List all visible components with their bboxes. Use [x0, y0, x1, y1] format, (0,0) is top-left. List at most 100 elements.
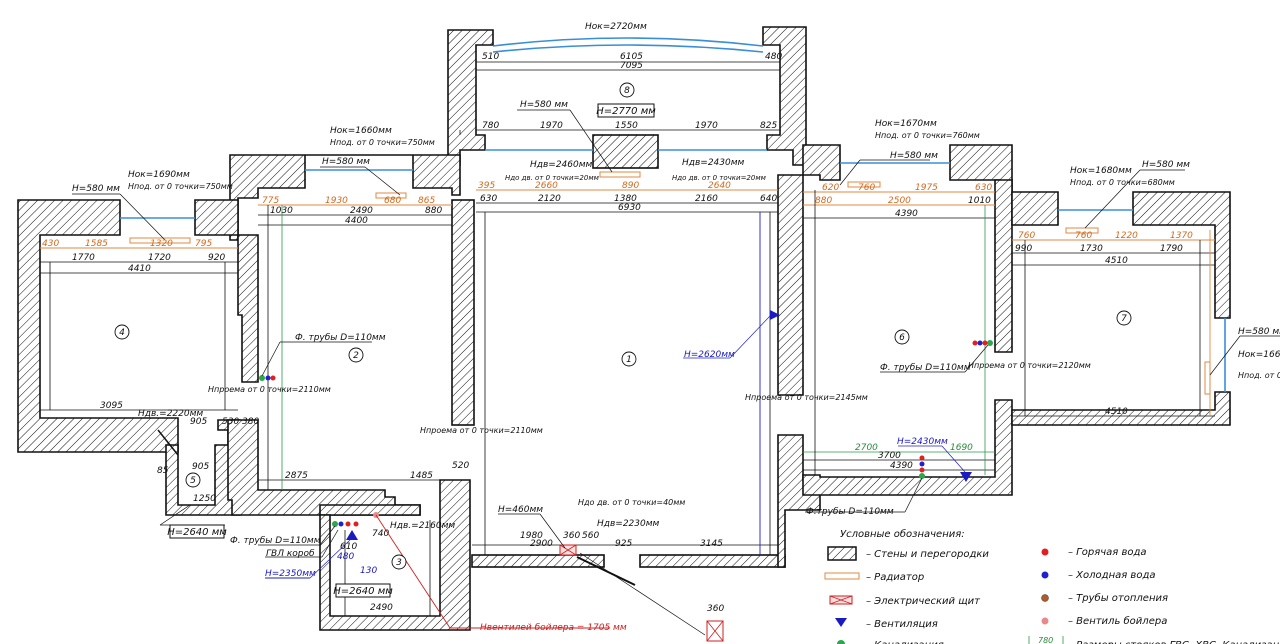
dim-text: 620	[822, 183, 839, 193]
dim-text: 1320	[150, 239, 173, 249]
dim-text: 4510	[1105, 407, 1128, 417]
door-right-sub: Hдо дв. от 0 точки=20мм	[672, 174, 767, 182]
room2-window-height: Hок=1660мм	[330, 126, 392, 136]
room6-pipe-2: Ф.трубы D=110мм	[806, 507, 894, 517]
room7-sill-top: Hпод. от 0 точки=680мм	[1070, 178, 1175, 187]
room-8-number: 8	[624, 86, 630, 96]
room1-floor-level: Hдо дв. от 0 точки=40мм	[578, 498, 685, 507]
door-right-height: Hдв=2430мм	[682, 158, 745, 168]
dim-text: 1485	[410, 471, 433, 481]
dim-text: 6930	[618, 203, 641, 213]
legend-hot-water-label: – Горячая вода	[1068, 547, 1147, 558]
wall-room1-bottom-right	[639, 554, 786, 568]
dim-text: 775	[262, 196, 279, 206]
radiators	[129, 171, 1211, 395]
dim-text: 3700	[878, 451, 901, 461]
legend-electric-label: – Электрический щит	[866, 596, 981, 607]
radiator-room2	[375, 192, 407, 199]
dim-text: 3095	[100, 401, 123, 411]
dim-text: 760	[1018, 231, 1035, 241]
dim-text: 2900	[530, 539, 553, 549]
room2-pipe: Ф. трубы D=110мм	[295, 333, 386, 343]
dim-text: 1720	[148, 253, 171, 263]
dim-text: 890	[622, 181, 639, 191]
leader-lines	[72, 109, 1280, 586]
dim-text: 630	[975, 183, 992, 193]
dim-text: 680	[384, 196, 401, 206]
room2-sill-height: Hпод. от 0 точки=750мм	[330, 138, 435, 147]
dim-text: 1730	[1080, 244, 1103, 254]
vent-room3	[346, 530, 358, 540]
dim-text: 990	[1015, 244, 1032, 254]
room1-entrance-door: Hдв=2230мм	[597, 519, 660, 529]
dim-text: 380	[242, 417, 259, 427]
dim-text: 2120	[538, 194, 561, 204]
legend-cold-water-icon	[1041, 571, 1049, 579]
boiler-valve-height: Hвентилей бойлера = 1705 мм	[480, 623, 627, 633]
radiator-room7-right	[1204, 361, 1211, 395]
dim-text: 1030	[270, 206, 293, 216]
legend-heating-pipes-icon	[1041, 594, 1049, 602]
dim-text: 880	[815, 196, 832, 206]
dim-text: 85	[157, 466, 169, 476]
room3-box: ГВЛ короб	[266, 549, 315, 559]
room6-sill-height: Hпод. от 0 точки=760мм	[875, 131, 980, 140]
dim-text: 760	[858, 183, 875, 193]
utilities	[259, 310, 993, 642]
dim-text: 2490	[370, 603, 393, 613]
electric-panel	[559, 544, 577, 556]
dim-text: 825	[760, 121, 777, 131]
dim-text: 1930	[325, 196, 348, 206]
room3-pipe: Ф. трубы D=110мм	[230, 536, 321, 546]
room7-radiator-right: H=580 мм	[1238, 327, 1280, 337]
legend-riser-size-label: – Размеры стояков ГВС, ХВС, Канализации	[1068, 640, 1280, 644]
dim-text: 780	[482, 121, 499, 131]
room4-sill-height: Hпод. от 0 точки=750мм	[128, 182, 233, 191]
wall-room8-left	[447, 29, 494, 166]
legend-hot-water-icon	[1041, 548, 1049, 556]
dim-text: 1380	[614, 194, 637, 204]
annotations: Hок=2720мм H=580 мм Hдв=2460мм Hдо дв. о…	[72, 22, 1280, 633]
room8-window-height: Hок=2720мм	[585, 22, 647, 32]
dim-text: 925	[615, 539, 632, 549]
room-7-number: 7	[1121, 314, 1127, 324]
cold-water-room2	[265, 375, 271, 381]
dim-text: 4400	[345, 216, 368, 226]
dim-text: 4390	[890, 461, 913, 471]
wall-room2-bottom	[227, 419, 421, 516]
wall-room8-right	[762, 26, 807, 166]
electric-panel-height: H=460мм	[498, 505, 543, 515]
hot-water-room3	[345, 521, 351, 527]
wall-room6-right-upper	[994, 179, 1013, 353]
wall-room8-mid	[592, 134, 659, 169]
wall-room6-top	[802, 144, 841, 181]
windows	[120, 37, 1226, 392]
dim-text: 4390	[895, 209, 918, 219]
legend-boiler-label: – Вентиль бойлера	[1068, 615, 1167, 627]
dim-text: 2160	[695, 194, 718, 204]
dim-text: 1550	[615, 121, 638, 131]
dim-text: 1010	[968, 196, 991, 206]
legend-electric-panel-icon	[829, 595, 853, 605]
room6-vent-height: H=2430мм	[897, 437, 948, 447]
room2-door-opening: Hпроема от 0 точки=2110мм	[208, 385, 331, 394]
room-5-height: H=2640 мм	[167, 527, 227, 538]
legend-heating-label: – Трубы отопления	[1068, 592, 1168, 604]
hot-water-room6d	[919, 467, 925, 473]
legend-riser-size-value: 780	[1038, 636, 1053, 644]
wall-room7-top	[1011, 191, 1059, 226]
wall-room7-top-right	[1132, 191, 1231, 319]
dim-text: 1975	[915, 183, 938, 193]
dim-text: 2640	[708, 181, 731, 191]
door-left-height: Hдв=2460мм	[530, 160, 593, 170]
room4-door-height: Hдв.=2220мм	[138, 409, 203, 419]
legend-sewer-icon	[837, 640, 845, 644]
room7-window-top: Hок=1680мм	[1070, 166, 1132, 176]
legend-ventilation-icon	[835, 618, 847, 627]
sewer-riser-room2	[259, 375, 265, 381]
dim-text: 1790	[1160, 244, 1183, 254]
dim-text: 1970	[540, 121, 563, 131]
wall-room1-right-upper	[777, 174, 804, 396]
dim-text: 430	[42, 239, 59, 249]
